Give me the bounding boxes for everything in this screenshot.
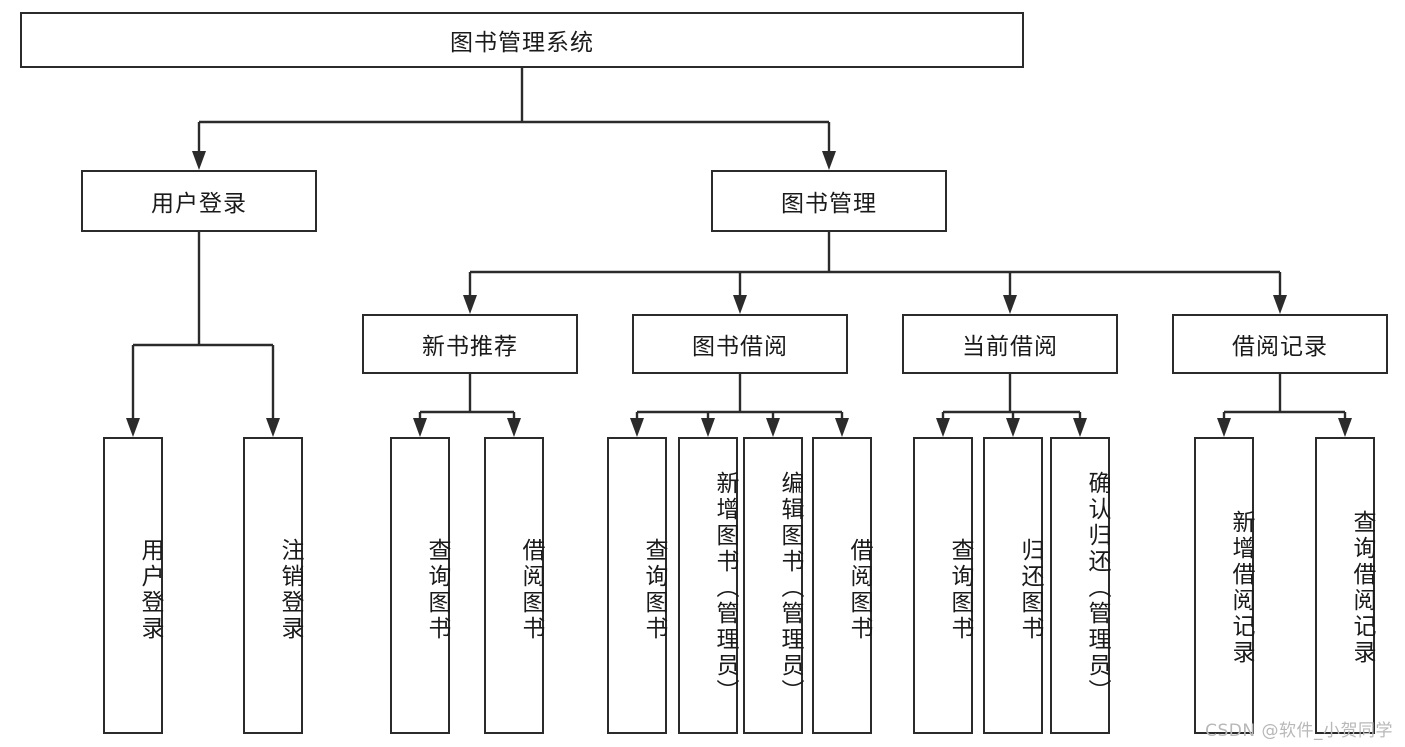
node-label: 注销登录	[277, 537, 303, 642]
connector-arrowhead	[766, 418, 780, 437]
connector-arrowhead	[507, 418, 521, 437]
node-leaf-query-book-3[interactable]: 查询图书	[913, 437, 973, 734]
node-label: 查询图书	[947, 537, 973, 642]
node-book-borrow[interactable]: 图书借阅	[632, 314, 848, 374]
node-label: 新书推荐	[422, 334, 518, 360]
node-label: 归还图书	[1017, 537, 1043, 642]
node-book-manage[interactable]: 图书管理	[711, 170, 947, 232]
watermark-text: CSDN @软件_小贺同学	[1205, 721, 1393, 741]
connector-arrowhead	[936, 418, 950, 437]
node-label: 借阅记录	[1232, 334, 1328, 360]
node-leaf-borrow-book-2[interactable]: 借阅图书	[812, 437, 872, 734]
node-new-book-recommend[interactable]: 新书推荐	[362, 314, 578, 374]
node-label: 图书管理系统	[450, 30, 594, 56]
node-borrow-record[interactable]: 借阅记录	[1172, 314, 1388, 374]
node-label: 当前借阅	[962, 334, 1058, 360]
node-label: 借阅图书	[518, 537, 544, 642]
node-leaf-return-book[interactable]: 归还图书	[983, 437, 1043, 734]
node-leaf-edit-book-admin[interactable]: 编辑图书（管理员）	[743, 437, 803, 734]
node-leaf-confirm-return-admin[interactable]: 确认归还（管理员）	[1050, 437, 1110, 734]
node-leaf-user-login[interactable]: 用户登录	[103, 437, 163, 734]
connector-arrowhead	[1273, 295, 1287, 314]
node-user-login[interactable]: 用户登录	[81, 170, 317, 232]
connector-arrowhead	[630, 418, 644, 437]
connector-arrowhead	[266, 418, 280, 437]
node-label: 编辑图书（管理员）	[777, 470, 803, 705]
node-label: 新增借阅记录	[1228, 509, 1254, 666]
node-leaf-query-book-2[interactable]: 查询图书	[607, 437, 667, 734]
connector-arrowhead	[1006, 418, 1020, 437]
node-label: 图书借阅	[692, 334, 788, 360]
node-label: 图书管理	[781, 191, 877, 217]
node-leaf-query-book-1[interactable]: 查询图书	[390, 437, 450, 734]
node-label: 查询图书	[641, 537, 667, 642]
node-label: 查询借阅记录	[1349, 509, 1375, 666]
node-label: 确认归还（管理员）	[1084, 470, 1110, 705]
node-label: 新增图书（管理员）	[712, 470, 738, 705]
connector-arrowhead	[1338, 418, 1352, 437]
node-label: 用户登录	[137, 537, 163, 642]
node-label: 借阅图书	[846, 537, 872, 642]
node-leaf-add-borrow-record[interactable]: 新增借阅记录	[1194, 437, 1254, 734]
node-current-borrow[interactable]: 当前借阅	[902, 314, 1118, 374]
connector-arrowhead	[822, 151, 836, 170]
connector-arrowhead	[413, 418, 427, 437]
connector-arrowhead	[463, 295, 477, 314]
node-leaf-logout-login[interactable]: 注销登录	[243, 437, 303, 734]
connector-arrowhead	[835, 418, 849, 437]
connector-arrowhead	[701, 418, 715, 437]
node-label: 查询图书	[424, 537, 450, 642]
connector-arrowhead	[1073, 418, 1087, 437]
connector-arrowhead	[733, 295, 747, 314]
node-leaf-add-book-admin[interactable]: 新增图书（管理员）	[678, 437, 738, 734]
node-root-图书管理系统[interactable]: 图书管理系统	[20, 12, 1024, 68]
connector-arrowhead	[126, 418, 140, 437]
node-label: 用户登录	[151, 191, 247, 217]
node-leaf-query-borrow-record[interactable]: 查询借阅记录	[1315, 437, 1375, 734]
node-leaf-borrow-book-1[interactable]: 借阅图书	[484, 437, 544, 734]
connector-arrowhead	[1217, 418, 1231, 437]
connector-arrowhead	[192, 151, 206, 170]
connector-arrowhead	[1003, 295, 1017, 314]
